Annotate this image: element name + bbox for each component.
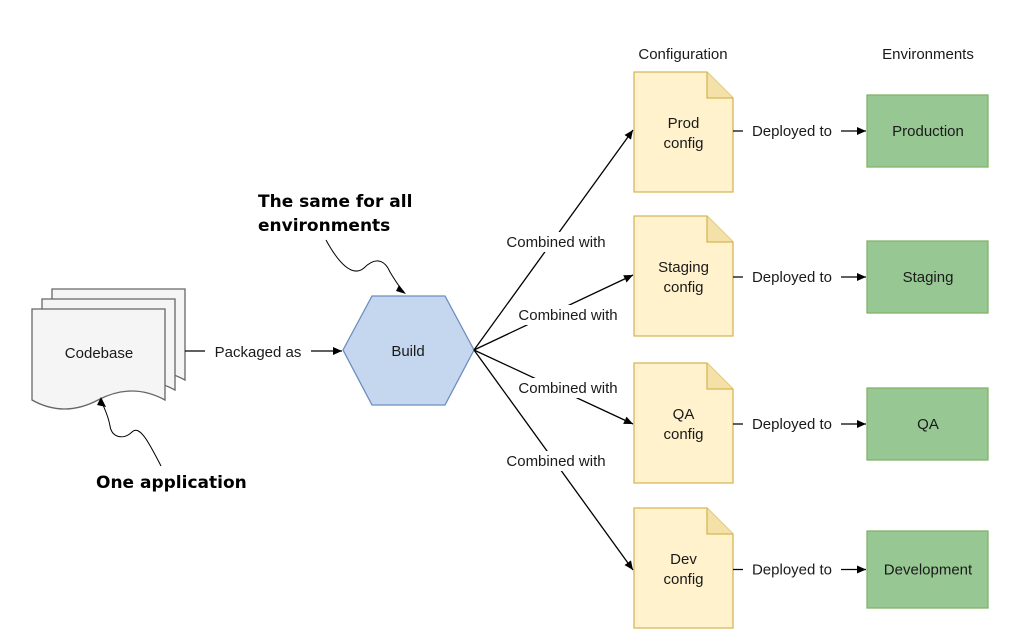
note-one-application: One application — [96, 473, 247, 493]
environment-node — [866, 530, 989, 609]
edge-label-bg — [205, 340, 311, 362]
config-label-line1: Prod — [668, 115, 700, 132]
config-node — [633, 71, 734, 193]
combined-with-label: Combined with — [506, 234, 605, 251]
config-fold — [706, 72, 733, 99]
config-label-line2: config — [663, 279, 703, 296]
config-label-line1: Staging — [658, 259, 709, 276]
config-fold — [706, 216, 733, 243]
environment-label: Development — [884, 562, 973, 579]
note-same-line1: The same for all — [258, 192, 412, 212]
combined-with-label: Combined with — [518, 380, 617, 397]
config-node — [633, 362, 734, 484]
environment-node — [866, 94, 989, 168]
config-label-line2: config — [663, 571, 703, 588]
config-fold — [706, 363, 733, 390]
header-configuration: Configuration — [638, 46, 727, 63]
note-same-pointer — [325, 239, 405, 293]
deployed-to-label: Deployed to — [752, 562, 832, 579]
edge-label-bg — [743, 413, 841, 434]
deployed-to-label: Deployed to — [752, 269, 832, 286]
note-same-line2: environments — [258, 216, 390, 236]
codebase-label: Codebase — [65, 345, 133, 362]
edge-label-bg — [743, 120, 841, 141]
build-node: Build — [342, 295, 475, 406]
edge-label-bg — [743, 266, 841, 287]
packaged-as-label: Packaged as — [215, 344, 302, 361]
note-one-app-pointer — [100, 399, 162, 467]
environment-node — [866, 387, 989, 461]
combined-with-label: Combined with — [506, 453, 605, 470]
arrowhead-icon — [396, 285, 406, 294]
edge-label-bg — [498, 232, 614, 252]
config-label-line2: config — [663, 135, 703, 152]
config-label-line1: QA — [673, 406, 695, 423]
environment-label: Staging — [903, 269, 954, 286]
config-fold — [706, 508, 733, 535]
header-environments: Environments — [882, 46, 974, 63]
environment-node — [866, 240, 989, 314]
config-label-line2: config — [663, 426, 703, 443]
config-node — [633, 215, 734, 337]
edge-label-bg — [510, 378, 626, 398]
edge-label-bg — [498, 451, 614, 471]
deployed-to-label: Deployed to — [752, 123, 832, 140]
config-label-line1: Dev — [670, 551, 697, 568]
environment-label: Production — [892, 123, 964, 140]
arrowhead-icon — [97, 397, 106, 407]
edge-label-bg — [743, 558, 841, 580]
edge-label-bg — [510, 305, 626, 325]
combined-with-label: Combined with — [518, 307, 617, 324]
config-node — [633, 507, 734, 629]
build-label: Build — [391, 343, 424, 360]
codebase-node: Codebase — [31, 288, 186, 410]
environment-label: QA — [917, 416, 939, 433]
deployed-to-label: Deployed to — [752, 416, 832, 433]
